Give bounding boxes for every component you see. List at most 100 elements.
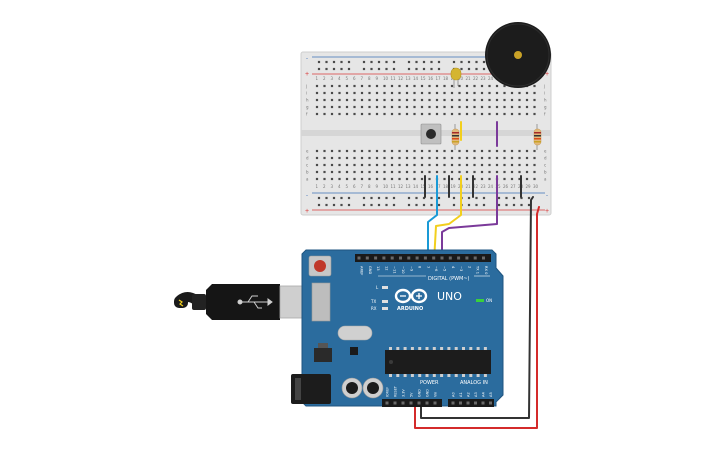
breadboard-hole[interactable] xyxy=(330,156,334,160)
breadboard-hole[interactable] xyxy=(315,163,319,167)
breadboard-hole[interactable] xyxy=(450,112,454,116)
breadboard-hole[interactable] xyxy=(443,91,446,95)
breadboard-hole[interactable] xyxy=(503,98,506,102)
rail-hole[interactable] xyxy=(520,203,523,207)
rail-hole[interactable] xyxy=(377,196,381,200)
analog-pin[interactable] xyxy=(459,401,462,405)
breadboard-hole[interactable] xyxy=(360,163,364,167)
breadboard-hole[interactable] xyxy=(435,149,439,153)
breadboard-hole[interactable] xyxy=(510,112,514,116)
rail-hole[interactable] xyxy=(317,203,321,207)
breadboard-hole[interactable] xyxy=(443,177,446,181)
breadboard-hole[interactable] xyxy=(458,112,461,116)
breadboard-hole[interactable] xyxy=(420,98,424,102)
breadboard-hole[interactable] xyxy=(413,163,416,167)
breadboard-hole[interactable] xyxy=(420,112,424,116)
breadboard-hole[interactable] xyxy=(473,112,476,116)
rail-hole[interactable] xyxy=(460,67,463,71)
rail-hole[interactable] xyxy=(415,203,418,207)
breadboard-hole[interactable] xyxy=(323,170,326,174)
rail-hole[interactable] xyxy=(415,196,418,200)
breadboard-hole[interactable] xyxy=(330,163,334,167)
rail-hole[interactable] xyxy=(430,203,433,207)
breadboard-hole[interactable] xyxy=(525,112,529,116)
breadboard-hole[interactable] xyxy=(390,98,394,102)
breadboard-hole[interactable] xyxy=(390,84,394,88)
breadboard-hole[interactable] xyxy=(495,105,499,109)
breadboard-hole[interactable] xyxy=(488,91,491,95)
rail-hole[interactable] xyxy=(347,203,351,207)
breadboard-hole[interactable] xyxy=(503,105,506,109)
breadboard-hole[interactable] xyxy=(495,98,499,102)
rail-hole[interactable] xyxy=(392,196,396,200)
breadboard-hole[interactable] xyxy=(435,112,439,116)
breadboard-hole[interactable] xyxy=(533,98,536,102)
breadboard-hole[interactable] xyxy=(353,163,356,167)
rail-hole[interactable] xyxy=(325,203,328,207)
breadboard-hole[interactable] xyxy=(413,84,416,88)
rail-hole[interactable] xyxy=(475,60,478,64)
rail-hole[interactable] xyxy=(475,196,478,200)
breadboard-hole[interactable] xyxy=(338,170,341,174)
power-pin[interactable] xyxy=(393,401,397,405)
breadboard-hole[interactable] xyxy=(375,149,379,153)
breadboard-hole[interactable] xyxy=(315,170,319,174)
breadboard-hole[interactable] xyxy=(360,177,364,181)
rail-hole[interactable] xyxy=(347,196,351,200)
breadboard-hole[interactable] xyxy=(518,170,521,174)
breadboard-hole[interactable] xyxy=(435,105,439,109)
breadboard-hole[interactable] xyxy=(428,177,431,181)
breadboard-hole[interactable] xyxy=(375,170,379,174)
breadboard-hole[interactable] xyxy=(473,177,476,181)
breadboard-hole[interactable] xyxy=(398,91,401,95)
rail-hole[interactable] xyxy=(340,60,343,64)
breadboard-hole[interactable] xyxy=(315,177,319,181)
rail-hole[interactable] xyxy=(437,67,441,71)
rail-hole[interactable] xyxy=(482,67,486,71)
breadboard-hole[interactable] xyxy=(480,112,484,116)
breadboard-hole[interactable] xyxy=(495,84,499,88)
breadboard-hole[interactable] xyxy=(353,98,356,102)
breadboard-hole[interactable] xyxy=(315,91,319,95)
breadboard-hole[interactable] xyxy=(323,84,326,88)
breadboard-hole[interactable] xyxy=(390,170,394,174)
rail-hole[interactable] xyxy=(362,203,366,207)
breadboard-hole[interactable] xyxy=(323,156,326,160)
breadboard-hole[interactable] xyxy=(338,149,341,153)
breadboard-hole[interactable] xyxy=(330,91,334,95)
piezo-buzzer[interactable] xyxy=(485,22,551,88)
breadboard-hole[interactable] xyxy=(413,156,416,160)
breadboard-hole[interactable] xyxy=(533,149,536,153)
breadboard-hole[interactable] xyxy=(480,156,484,160)
rail-hole[interactable] xyxy=(325,67,328,71)
digital-pin[interactable] xyxy=(382,256,386,260)
breadboard-hole[interactable] xyxy=(495,170,499,174)
breadboard-hole[interactable] xyxy=(428,170,431,174)
breadboard-hole[interactable] xyxy=(338,105,341,109)
breadboard-hole[interactable] xyxy=(413,105,416,109)
breadboard-hole[interactable] xyxy=(398,105,401,109)
breadboard-hole[interactable] xyxy=(533,156,536,160)
analog-header-pins[interactable] xyxy=(451,401,493,405)
breadboard-hole[interactable] xyxy=(390,149,394,153)
breadboard-hole[interactable] xyxy=(375,91,379,95)
digital-pin[interactable] xyxy=(473,256,477,260)
breadboard-hole[interactable] xyxy=(368,177,371,181)
rail-hole[interactable] xyxy=(332,67,336,71)
breadboard-hole[interactable] xyxy=(375,98,379,102)
rail-hole[interactable] xyxy=(482,203,486,207)
breadboard-hole[interactable] xyxy=(465,105,469,109)
breadboard-hole[interactable] xyxy=(495,91,499,95)
breadboard-hole[interactable] xyxy=(450,84,454,88)
breadboard-hole[interactable] xyxy=(458,170,461,174)
breadboard-hole[interactable] xyxy=(488,84,491,88)
breadboard-hole[interactable] xyxy=(428,105,431,109)
rail-hole[interactable] xyxy=(452,60,456,64)
rail-hole[interactable] xyxy=(370,67,373,71)
breadboard-hole[interactable] xyxy=(315,156,319,160)
breadboard-hole[interactable] xyxy=(383,177,386,181)
breadboard-hole[interactable] xyxy=(375,177,379,181)
digital-pin[interactable] xyxy=(399,256,402,260)
breadboard-hole[interactable] xyxy=(323,98,326,102)
breadboard-hole[interactable] xyxy=(345,112,349,116)
